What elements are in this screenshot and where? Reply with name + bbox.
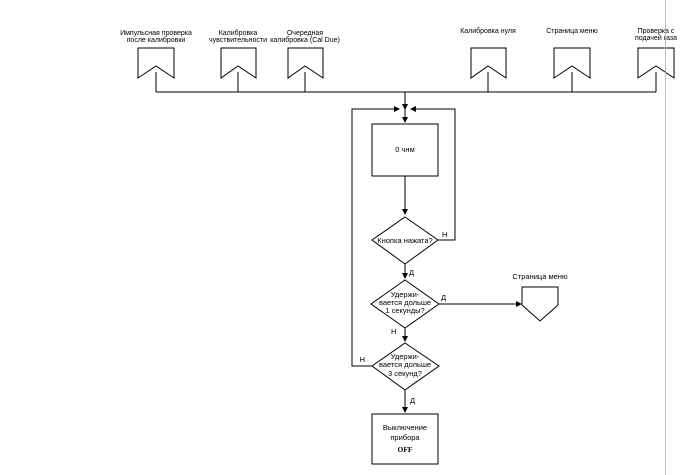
yes-label: Д: [410, 396, 415, 405]
connector-label: подачей газа: [635, 34, 677, 42]
no-label: Н: [391, 327, 396, 336]
decision-text: 3 секунд?: [388, 369, 422, 378]
connector-label: Калибровка нуля: [460, 27, 516, 35]
power-off-text: Выключение: [383, 423, 427, 432]
offpage-connector-span-calibration: Калибровка чувствительности: [209, 29, 267, 79]
connector-label: Калибровка: [219, 29, 258, 37]
display-box: 0 чнм: [371, 123, 439, 177]
decision-text: вается дольше: [379, 298, 431, 307]
power-off-text: прибора: [390, 433, 420, 442]
right-edge-rule: [665, 0, 666, 475]
no-label: Н: [360, 355, 365, 364]
no-label: Н: [442, 230, 447, 239]
connector-label: Очередная: [287, 30, 323, 37]
decision-text: Удержи-: [391, 290, 420, 299]
connector-label: калибровка (Cal Due): [270, 36, 340, 44]
connector-label: Проверка с: [638, 28, 675, 35]
decision-text: вается дольше: [379, 360, 431, 369]
decision-button-pressed: Кнопка нажата? Н Д: [371, 216, 447, 277]
connector-label: Страница меню: [546, 28, 598, 35]
connector-collector-lines: [155, 72, 657, 110]
connector-label: Страница меню: [512, 272, 568, 281]
decision-held-3-seconds: Удержи- вается дольше 3 секунд? Н Д: [360, 342, 440, 405]
offpage-connector-menu-page-target: Страница меню: [512, 272, 568, 322]
offpage-connector-menu-page: Страница меню: [546, 28, 598, 79]
decision-text: Кнопка нажата?: [377, 236, 432, 245]
decision-text: Удержи-: [391, 352, 420, 361]
power-off-state: OFF: [398, 445, 413, 454]
connector-label: Импульсная проверка: [120, 30, 192, 37]
yes-label: Д: [441, 293, 446, 302]
display-box-text: 0 чнм: [395, 145, 414, 154]
connector-label: после калибровки: [127, 36, 186, 44]
offpage-connector-bump-test: Проверка с подачей газа: [635, 28, 677, 79]
connector-label: чувствительности: [209, 37, 267, 44]
decision-text: 1 секунды?: [385, 306, 424, 315]
power-off-box: Выключение прибора OFF: [371, 413, 439, 465]
loop-lines: [351, 106, 456, 367]
offpage-connector-zero-calibration: Калибровка нуля: [460, 27, 516, 79]
offpage-connector-cal-due: Очередная калибровка (Cal Due): [270, 30, 340, 79]
yes-label: Д: [409, 268, 414, 277]
offpage-connector-pulse-check: Импульсная проверка после калибровки: [120, 30, 192, 79]
decision-held-1-second: Удержи- вается дольше 1 секунды? Д Н: [370, 279, 446, 336]
